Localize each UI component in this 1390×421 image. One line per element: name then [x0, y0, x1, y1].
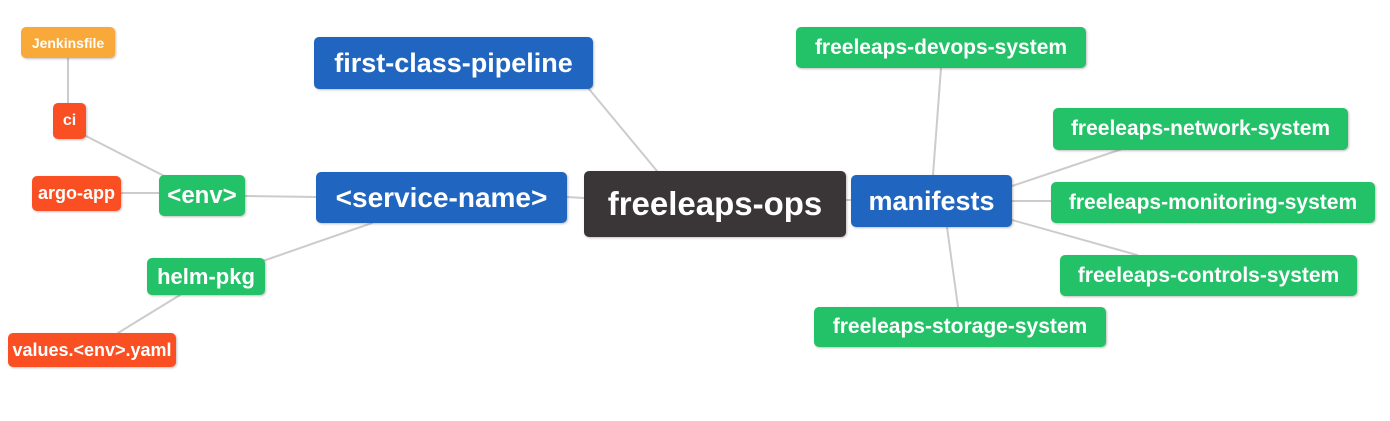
node-controls-system[interactable]: freeleaps-controls-system [1060, 255, 1357, 296]
node-ci[interactable]: ci [53, 103, 86, 139]
edge-ci-env [83, 134, 171, 180]
edge-manifests-devops [932, 67, 942, 176]
node-storage-system[interactable]: freeleaps-storage-system [814, 307, 1106, 347]
node-network-system[interactable]: freeleaps-network-system [1053, 108, 1348, 150]
node-helm-pkg[interactable]: helm-pkg [147, 258, 265, 295]
edge-helm-pkg-values [117, 294, 181, 334]
node-env[interactable]: <env> [159, 175, 245, 216]
node-monitoring-system[interactable]: freeleaps-monitoring-system [1051, 182, 1375, 223]
edge-manifests-storage [946, 226, 959, 308]
node-service-name[interactable]: <service-name> [316, 172, 567, 223]
node-first-class-pipeline[interactable]: first-class-pipeline [314, 37, 593, 89]
node-values-env-yaml[interactable]: values.<env>.yaml [8, 333, 176, 367]
node-freeleaps-ops-root[interactable]: freeleaps-ops [584, 171, 846, 237]
node-argo-app[interactable]: argo-app [32, 176, 121, 211]
edge-service-name-root [566, 196, 585, 199]
edge-manifests-network [1011, 148, 1123, 187]
edge-env-service-name [244, 195, 317, 198]
node-devops-system[interactable]: freeleaps-devops-system [796, 27, 1086, 68]
node-manifests[interactable]: manifests [851, 175, 1012, 227]
edge-service-name-helm-pkg [259, 222, 373, 263]
node-jenkinsfile[interactable]: Jenkinsfile [21, 27, 115, 58]
edge-pipeline-root [588, 88, 658, 172]
edge-manifests-controls [1011, 219, 1138, 256]
